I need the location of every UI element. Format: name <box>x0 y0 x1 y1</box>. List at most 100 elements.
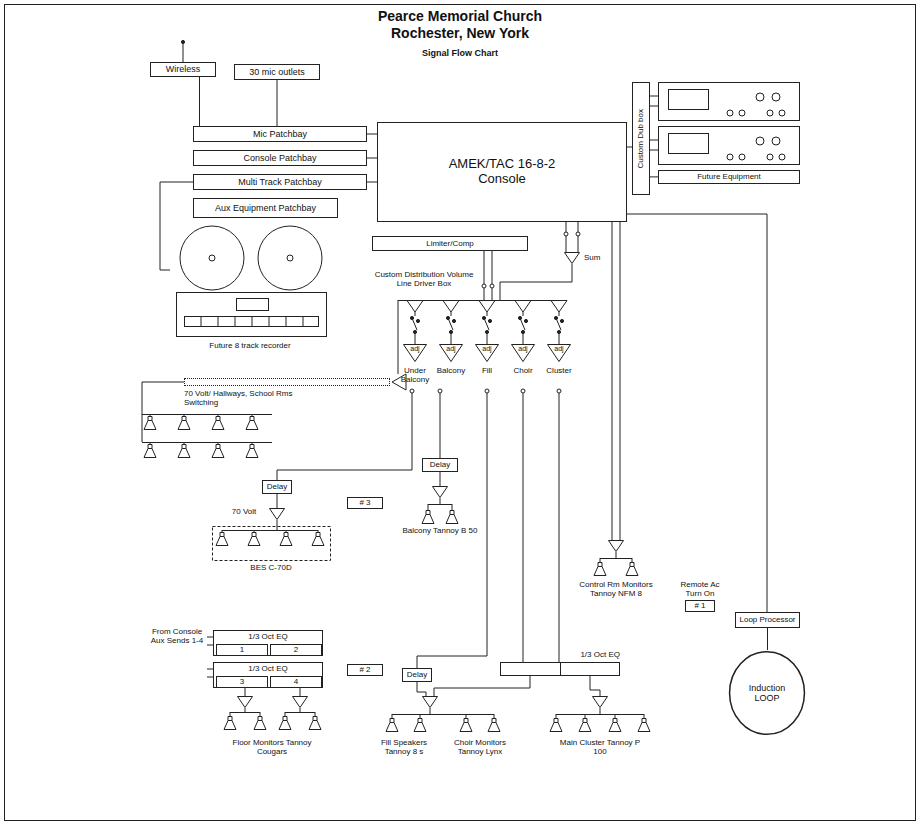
node-text: # 2 <box>359 665 370 674</box>
node-text: Custom Dub box <box>636 109 645 169</box>
fill-choir-cluster-wiring <box>593 697 608 708</box>
speaker-caption: BES C-70D <box>231 563 311 572</box>
distribution-wiring <box>566 222 578 252</box>
trim-label: adj <box>511 345 535 353</box>
node-text: AMEK/TAC 16-8-2 Console <box>437 157 567 187</box>
signal-line <box>367 182 377 183</box>
patchbay-box: Aux Equipment Patchbay <box>193 198 338 218</box>
dub-decks <box>767 110 773 116</box>
hallway-zone <box>246 445 258 458</box>
fill-choir-cluster-wiring <box>556 676 644 718</box>
under-balcony-wiring <box>222 530 318 532</box>
node-text: 70 Volt/ Hallways, School Rms Switching <box>184 389 314 407</box>
node-text: Induction LOOP <box>739 683 795 704</box>
antenna <box>183 42 184 62</box>
dub-decks <box>669 134 709 154</box>
under-balcony-wiring <box>216 533 228 546</box>
speaker-caption: Control Rm Monitors Tannoy NFM 8 <box>566 580 666 598</box>
fill-choir-cluster-wiring <box>638 719 650 732</box>
node-text: Console Patchbay <box>243 153 316 163</box>
fill-choir-cluster-wiring <box>579 719 591 732</box>
recorder: Future 8 track recorder <box>170 224 330 350</box>
delay-box: Delay <box>402 668 432 682</box>
dub-decks <box>739 110 745 116</box>
channel-name: Choir <box>505 366 541 375</box>
balcony-wiring <box>422 393 458 524</box>
dub-decks <box>650 83 800 165</box>
console-box: AMEK/TAC 16-8-2 Console <box>377 122 627 222</box>
trim-label: adj <box>403 345 427 353</box>
hallway-zone <box>178 417 190 430</box>
node-text: Future 8 track recorder <box>209 341 290 350</box>
diagram-title: Pearce Memorial Church Rochester, New Yo… <box>360 8 560 42</box>
dub-decks <box>727 110 733 116</box>
distribution-wiring <box>548 301 571 362</box>
loop-outline <box>730 652 805 735</box>
under-balcony-wiring <box>312 533 324 546</box>
switch-box: # 1 <box>685 600 714 611</box>
control-room-wiring <box>609 541 624 552</box>
control-room-wiring <box>626 563 638 576</box>
balcony-wiring <box>422 511 434 524</box>
floor-monitor-wiring <box>207 637 321 730</box>
floor-monitor-wiring <box>238 697 253 708</box>
recorder-drawing <box>287 255 293 261</box>
trim-label: adj <box>439 345 463 353</box>
recorder-drawing <box>201 316 303 326</box>
node-text: Limiter/Comp <box>426 239 474 248</box>
node-text: 1/3 Oct EQ <box>248 663 288 675</box>
fill-choir-cluster-wiring <box>423 697 438 708</box>
dub-decks <box>772 93 780 101</box>
floor-monitor-wiring <box>293 697 308 708</box>
speaker-caption: Floor Monitors Tannoy Cougars <box>222 738 322 756</box>
node-text: 3 <box>240 677 244 686</box>
distribution-wiring <box>438 389 442 393</box>
signal-line <box>277 80 278 126</box>
patchbay-box: Console Patchbay <box>193 150 367 166</box>
fill-choir-cluster-wiring <box>392 676 530 718</box>
node-text: 1 <box>240 645 244 654</box>
under-balcony-wiring <box>213 527 331 561</box>
node-text: Loop Processor <box>739 615 795 624</box>
distribution-wiring <box>482 284 486 288</box>
switching-strip <box>184 378 390 386</box>
eq-channel: 3 <box>216 676 268 688</box>
voltage-label: 70 Volt <box>224 507 264 516</box>
node-text: Wireless <box>166 64 201 74</box>
channel-name: Fill <box>469 366 505 375</box>
dub-decks <box>779 110 785 116</box>
patchbay-box: Multi Track Patchbay <box>193 174 367 190</box>
dub-decks <box>772 137 780 145</box>
distribution-wiring <box>476 301 499 362</box>
distribution-wiring <box>521 389 525 393</box>
speaker-caption: Fill Speakers Tannoy 8 s <box>369 738 439 756</box>
node-text: Delay <box>267 482 287 491</box>
recorder-drawing <box>180 226 244 290</box>
hallway-zone <box>212 417 224 430</box>
under-balcony-wiring <box>280 533 292 546</box>
floor-monitor-wiring <box>224 717 236 730</box>
remote-switch: Remote Ac Turn On# 1 <box>672 580 728 612</box>
recorder-drawing <box>185 317 319 327</box>
dub-decks <box>659 83 800 121</box>
node-text: Future Equipment <box>697 172 761 181</box>
fill-choir-cluster-wiring <box>414 719 426 732</box>
floor-monitor-wiring <box>279 717 291 730</box>
dub-decks <box>779 154 785 160</box>
frame <box>5 5 916 821</box>
distribution-wiring <box>440 301 463 362</box>
hallway-zone <box>398 300 399 374</box>
floor-monitor-wiring <box>309 717 321 730</box>
balcony-wiring <box>433 487 448 498</box>
node-text: # 3 <box>359 498 370 507</box>
chart-subtitle: Signal Flow Chart <box>410 48 510 58</box>
floor-monitor-wiring <box>230 688 315 716</box>
zone-number: # 3 <box>347 497 383 509</box>
distribution-wiring <box>490 284 494 288</box>
node-text: Multi Track Patchbay <box>238 177 322 187</box>
eq-box: 1/3 Oct EQ34 <box>213 662 323 688</box>
speaker-caption: Balcony Tannoy B 50 <box>400 526 480 535</box>
under-balcony-wiring <box>248 533 260 546</box>
node-text: 30 mic outlets <box>249 67 305 77</box>
induction-loop: Induction LOOP <box>728 650 806 736</box>
